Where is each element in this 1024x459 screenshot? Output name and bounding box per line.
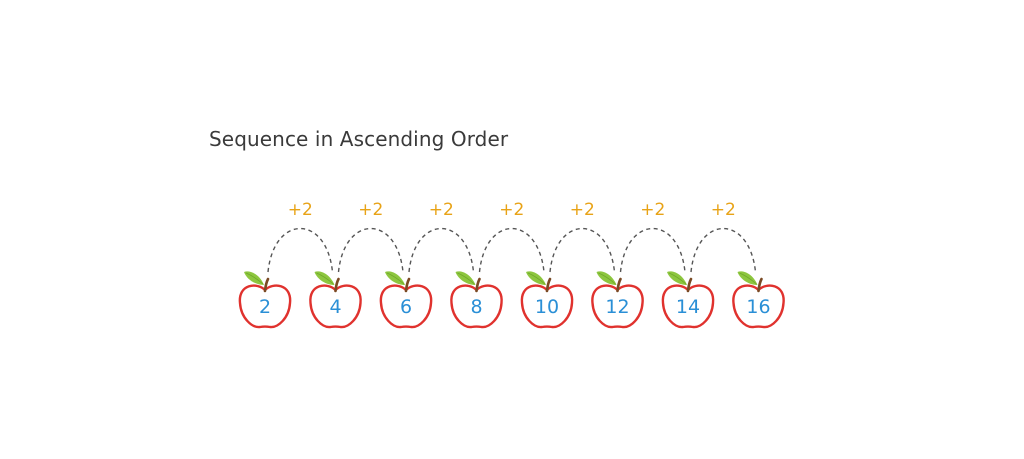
leaf-vein [527,272,546,285]
diagram-title: Sequence in Ascending Order [209,127,509,151]
hop-arcs [267,227,757,273]
stem [475,277,481,293]
stem [545,277,552,293]
leaf-vein [316,272,334,285]
hop-arc [408,227,475,273]
hop-arc [478,227,545,273]
stem [616,277,622,293]
leaf-vein [668,272,687,285]
apple-icon: 12 [591,271,644,329]
sequence-number: 2 [259,296,271,318]
stem [686,277,693,293]
leaf-vein [739,272,757,285]
leaf-vein [245,272,264,285]
leaf-vein [457,272,475,285]
hop-arc [267,227,334,273]
leaf-icon [244,271,264,285]
sequence-number: 16 [746,296,770,318]
apple-body [591,284,644,329]
apple-body [309,284,362,329]
hop-arc [619,227,686,273]
leaf-icon [667,271,687,285]
hop-arc [337,227,404,273]
hop-arc [690,227,757,273]
apple-icon: 2 [238,271,292,329]
hop-arc [549,227,616,273]
stem [404,277,411,293]
step-label: +2 [711,200,736,220]
apple-body [732,284,785,329]
apple-icon: 16 [732,271,785,329]
apple-body [520,284,574,329]
apple-icon: 6 [379,271,433,329]
stem [334,277,340,293]
sequence-number: 10 [535,296,559,318]
leaf-icon [526,271,546,285]
sequence-number: 14 [676,296,700,318]
apple-icon: 4 [309,271,362,329]
apple-body [238,284,292,329]
leaf-vein [386,272,405,285]
apples: 2 4 6 8 10 12 14 16 [238,271,785,329]
sequence-number: 4 [329,296,341,318]
leaf-vein [598,272,616,285]
step-labels: +2 +2 +2 +2 +2 +2 +2 [288,200,736,220]
step-label: +2 [570,200,595,220]
apple-icon: 8 [450,271,503,329]
stem [263,277,270,293]
leaf-icon [385,271,405,285]
leaf-icon [455,271,476,285]
step-label: +2 [429,200,454,220]
apple-icon: 14 [661,271,715,329]
apple-body [450,284,503,329]
step-label: +2 [358,200,383,220]
leaf-icon [596,271,617,285]
sequence-number: 12 [605,296,629,318]
sequence-number: 6 [400,296,412,318]
sequence-number: 8 [470,296,482,318]
apple-body [661,284,715,329]
stem [757,277,763,293]
step-label: +2 [499,200,524,220]
step-label: +2 [288,200,313,220]
leaf-icon [737,271,758,285]
apple-icon: 10 [520,271,574,329]
step-label: +2 [640,200,665,220]
leaf-icon [314,271,335,285]
apple-body [379,284,433,329]
